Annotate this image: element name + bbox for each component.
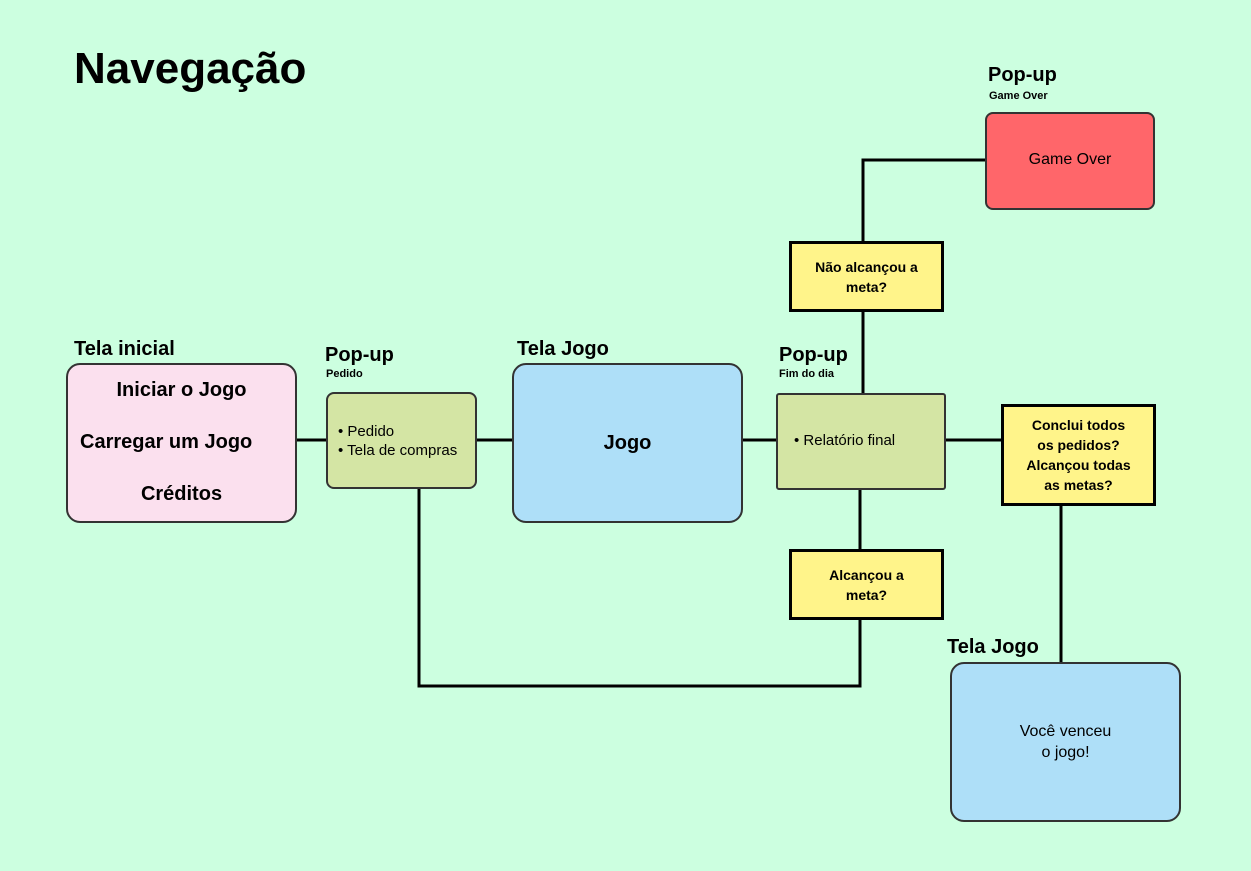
edge-fim-gameover [861, 158, 995, 405]
condition-line: Conclui todos [1031, 417, 1126, 433]
tela-vitoria-label: Tela Jogo [947, 636, 1039, 658]
popup-gameover-text: Game Over [1028, 151, 1112, 168]
tela-inicial-node[interactable]: Iniciar o Jogo Carregar um Jogo Créditos [66, 363, 297, 523]
page-title: Navegação [74, 44, 307, 93]
popup-fim-dia-label: Pop-up [779, 344, 848, 366]
condition-line: Alcançou todas [1026, 457, 1131, 473]
tela-vitoria-node[interactable]: Você venceu o jogo! [950, 662, 1181, 822]
condition-nao-alcancou: Não alcançou a meta? [789, 241, 944, 312]
condition-alcancou: Alcançou a meta? [789, 549, 944, 620]
popup-gameover-label: Pop-up [988, 64, 1057, 86]
condition-line: Não alcançou a [815, 258, 918, 275]
popup-pedido-item: • Tela de compras [338, 442, 458, 459]
popup-pedido-label: Pop-up [325, 344, 394, 366]
popup-pedido-item: • Pedido [338, 423, 395, 440]
popup-fim-dia-node[interactable]: • Relatório final [776, 393, 946, 490]
tela-jogo-label: Tela Jogo [517, 338, 609, 360]
condition-line: os pedidos? [1037, 437, 1120, 453]
tela-vitoria-text: Você venceu [1019, 723, 1112, 740]
popup-fim-dia-sublabel: Fim do dia [779, 368, 834, 380]
menu-item-iniciar[interactable]: Iniciar o Jogo [116, 379, 247, 401]
popup-gameover-node[interactable]: Game Over [985, 112, 1155, 210]
condition-line: meta? [845, 586, 888, 603]
menu-item-carregar[interactable]: Carregar um Jogo [80, 431, 253, 453]
tela-vitoria-text: o jogo! [1041, 744, 1090, 761]
tela-jogo-text: Jogo [603, 431, 652, 454]
menu-item-creditos[interactable]: Créditos [140, 483, 223, 505]
condition-line: Alcançou a [829, 566, 904, 583]
popup-gameover-sublabel: Game Over [989, 90, 1048, 102]
condition-line: as metas? [1044, 477, 1113, 493]
condition-line: meta? [845, 278, 888, 295]
popup-pedido-sublabel: Pedido [326, 368, 363, 380]
popup-fim-dia-text: • Relatório final [794, 432, 896, 449]
tela-inicial-label: Tela inicial [74, 338, 175, 360]
tela-jogo-node[interactable]: Jogo [512, 363, 743, 523]
popup-pedido-node[interactable]: • Pedido • Tela de compras [326, 392, 477, 489]
condition-concluiu: Conclui todos os pedidos? Alcançou todas… [1001, 404, 1156, 506]
